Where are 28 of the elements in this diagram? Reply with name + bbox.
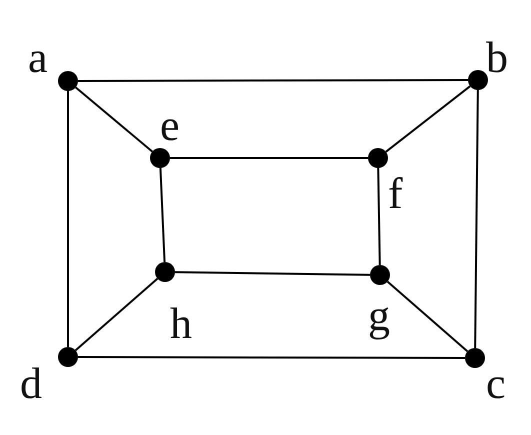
vertex-label: d bbox=[20, 362, 42, 406]
vertex-label: b bbox=[486, 36, 508, 80]
edge-line bbox=[75, 86, 153, 152]
vertex-label: h bbox=[170, 302, 192, 346]
vertex-label: a bbox=[28, 36, 48, 80]
vertex-dot bbox=[468, 70, 488, 90]
vertex-label: f bbox=[388, 172, 403, 216]
edge-line bbox=[474, 90, 479, 348]
vertex-label: c bbox=[486, 362, 506, 406]
vertex-dot bbox=[155, 262, 175, 282]
edge-line bbox=[78, 356, 465, 359]
edge-line bbox=[385, 85, 471, 153]
vertex-label: g bbox=[368, 294, 390, 338]
edge-line bbox=[74, 278, 158, 352]
edge-line bbox=[67, 91, 69, 347]
edge-line bbox=[78, 79, 468, 82]
vertex-dot bbox=[465, 348, 485, 368]
vertex-dot bbox=[150, 148, 170, 168]
vertex-dot bbox=[58, 347, 78, 367]
edge-line bbox=[386, 280, 468, 352]
vertex-label: e bbox=[160, 104, 180, 148]
vertex-dot bbox=[58, 71, 78, 91]
edge-line bbox=[174, 271, 370, 276]
edge-line bbox=[170, 157, 368, 159]
vertex-dot bbox=[368, 148, 388, 168]
edge-line bbox=[159, 168, 166, 262]
edge-line bbox=[377, 168, 381, 266]
vertex-dot bbox=[370, 265, 390, 285]
